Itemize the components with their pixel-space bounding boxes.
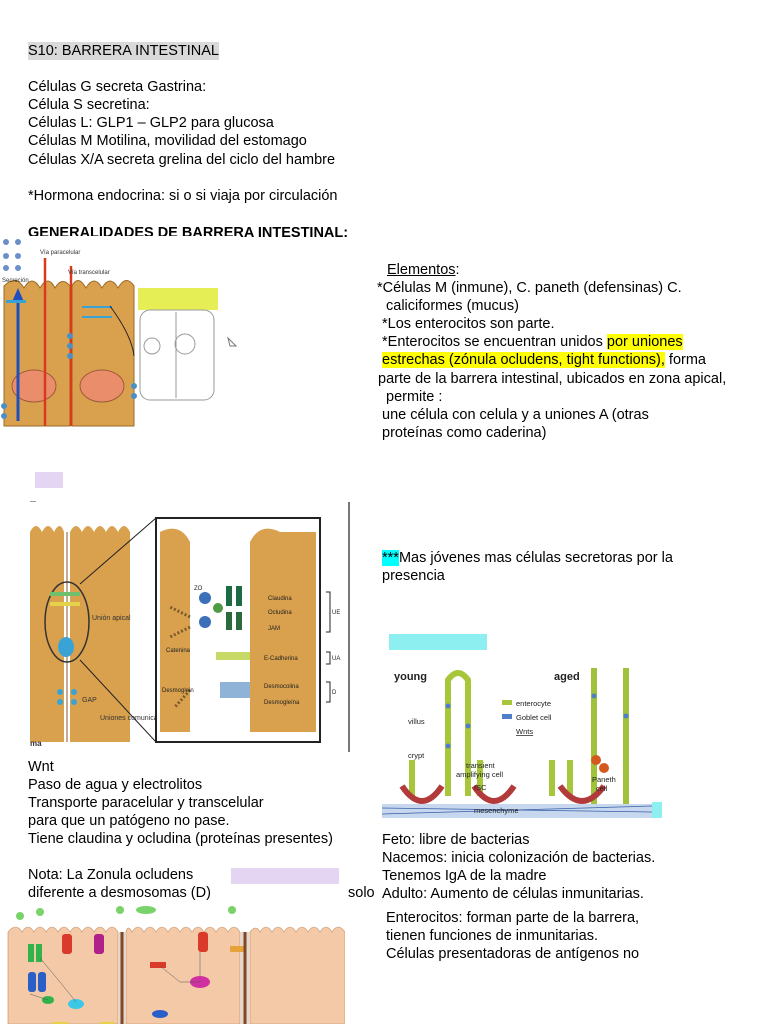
elementos-line: estrechas (zónula ocludens, tight functi… <box>382 352 706 368</box>
label-desmoglein: Desmoglein <box>162 688 194 694</box>
nota-line: diferente a desmosomas (D) <box>28 885 211 901</box>
label-union-apical: Unión apical <box>92 615 131 622</box>
label-transient: transient <box>466 761 496 770</box>
elementos-line: *Enterocitos se encuentran unidos por un… <box>382 334 683 350</box>
label-via-paracelular: Vía paracelular <box>40 250 80 256</box>
elementos-line: proteínas como caderina) <box>382 425 547 441</box>
elementos-line: *Células M (inmune), C. paneth (defensin… <box>377 280 682 296</box>
jovenes-line: ***Mas jóvenes mas células secretoras po… <box>382 550 673 566</box>
wnt-line: Wnt <box>28 759 54 775</box>
elementos-line: *Los enterocitos son parte. <box>382 316 555 332</box>
label-zo: ZO <box>194 586 203 592</box>
figure-epithelial-transport: Vía paracelular Vía transcelular Secreci… <box>0 236 240 428</box>
enterocitos-line: tienen funciones de inmunitarias. <box>386 928 598 944</box>
figure-ion-transport <box>0 902 345 1024</box>
elementos-line: parte de la barrera intestinal, ubicados… <box>378 371 727 387</box>
enterocitos-line: Células presentadoras de antígenos no <box>386 946 640 962</box>
label-crypt: crypt <box>408 751 425 760</box>
label-aged: aged <box>554 671 580 683</box>
label-amplifying: amplifying cell <box>456 770 503 779</box>
label-isc: ISC <box>474 783 487 792</box>
colonizacion-line: Adulto: Aumento de células inmunitarias. <box>382 886 644 902</box>
wnt-line: Tiene claudina y ocludina (proteínas pre… <box>28 831 333 847</box>
nota-line: Nota: La Zonula ocludens <box>28 867 194 883</box>
hormone-line: Célula S secretina: <box>28 97 150 113</box>
label-villus: villus <box>408 717 425 726</box>
label-uniones: Uniones comunicantes <box>100 715 171 722</box>
elementos-heading: Elementos: <box>387 262 460 278</box>
label-ocludina: Ocludina <box>268 610 292 616</box>
label-wnts: Wnts <box>516 727 533 736</box>
label-e-cadherina: E-Cadherina <box>264 656 298 662</box>
label-enterocyte: enterocyte <box>516 699 551 708</box>
wnt-line: Transporte paracelular y transcelular <box>28 795 264 811</box>
figure-cell-junctions: Unión apical GAP Uniones comunicantes ma… <box>30 502 352 752</box>
elementos-line: permite : <box>386 389 443 405</box>
colonizacion-line: Tenemos IgA de la madre <box>382 868 547 884</box>
hormone-line: Células M Motilina, movilidad del estoma… <box>28 133 307 149</box>
label-young: young <box>394 671 427 683</box>
label-gap: GAP <box>82 697 97 704</box>
label-cell: cell <box>596 784 608 793</box>
label-jam: JAM <box>268 626 280 632</box>
label-d: D <box>332 690 337 696</box>
solo-text: solo <box>348 885 375 901</box>
hormone-line: Células L: GLP1 – GLP2 para glucosa <box>28 115 274 131</box>
lavender-highlight <box>231 868 339 884</box>
label-ua: UA <box>332 656 340 662</box>
label-desmocolina: Desmocolina <box>264 684 299 690</box>
label-via-transcelular: Vía transcelular <box>68 270 110 276</box>
figure-young-aged: young aged entero <box>382 656 652 824</box>
cyan-highlight <box>389 634 487 650</box>
label-secrecion: Secreción <box>2 278 29 284</box>
elementos-line: caliciformes (mucus) <box>386 298 519 314</box>
colonizacion-line: Nacemos: inicia colonización de bacteria… <box>382 850 656 866</box>
colonizacion-line: Feto: libre de bacterias <box>382 832 530 848</box>
label-goblet: Goblet cell <box>516 713 552 722</box>
label-ue: UE <box>332 610 340 616</box>
jovenes-line: presencia <box>382 568 445 584</box>
label-paneth: Paneth <box>592 775 616 784</box>
endocrine-note: *Hormona endocrina: si o si viaja por ci… <box>28 188 338 204</box>
wnt-line: Paso de agua y electrolitos <box>28 777 203 793</box>
page-title: S10: BARRERA INTESTINAL <box>28 42 219 60</box>
enterocitos-line: Enterocitos: forman parte de la barrera, <box>386 910 640 926</box>
label-desmogleina: Desmogleína <box>264 700 300 706</box>
hormone-line: Células X/A secreta grelina del ciclo de… <box>28 152 336 168</box>
wnt-line: para que un patógeno no pase. <box>28 813 230 829</box>
lavender-highlight <box>35 472 63 488</box>
label-ma: ma <box>30 739 42 748</box>
label-catenina: Catenina <box>166 648 191 654</box>
label-claudina: Claudina <box>268 596 292 602</box>
hormone-line: Células G secreta Gastrina: <box>28 79 207 95</box>
elementos-line: une célula con celula y a uniones A (otr… <box>382 407 649 423</box>
label-mesenchyme: mesenchyme <box>474 806 519 815</box>
